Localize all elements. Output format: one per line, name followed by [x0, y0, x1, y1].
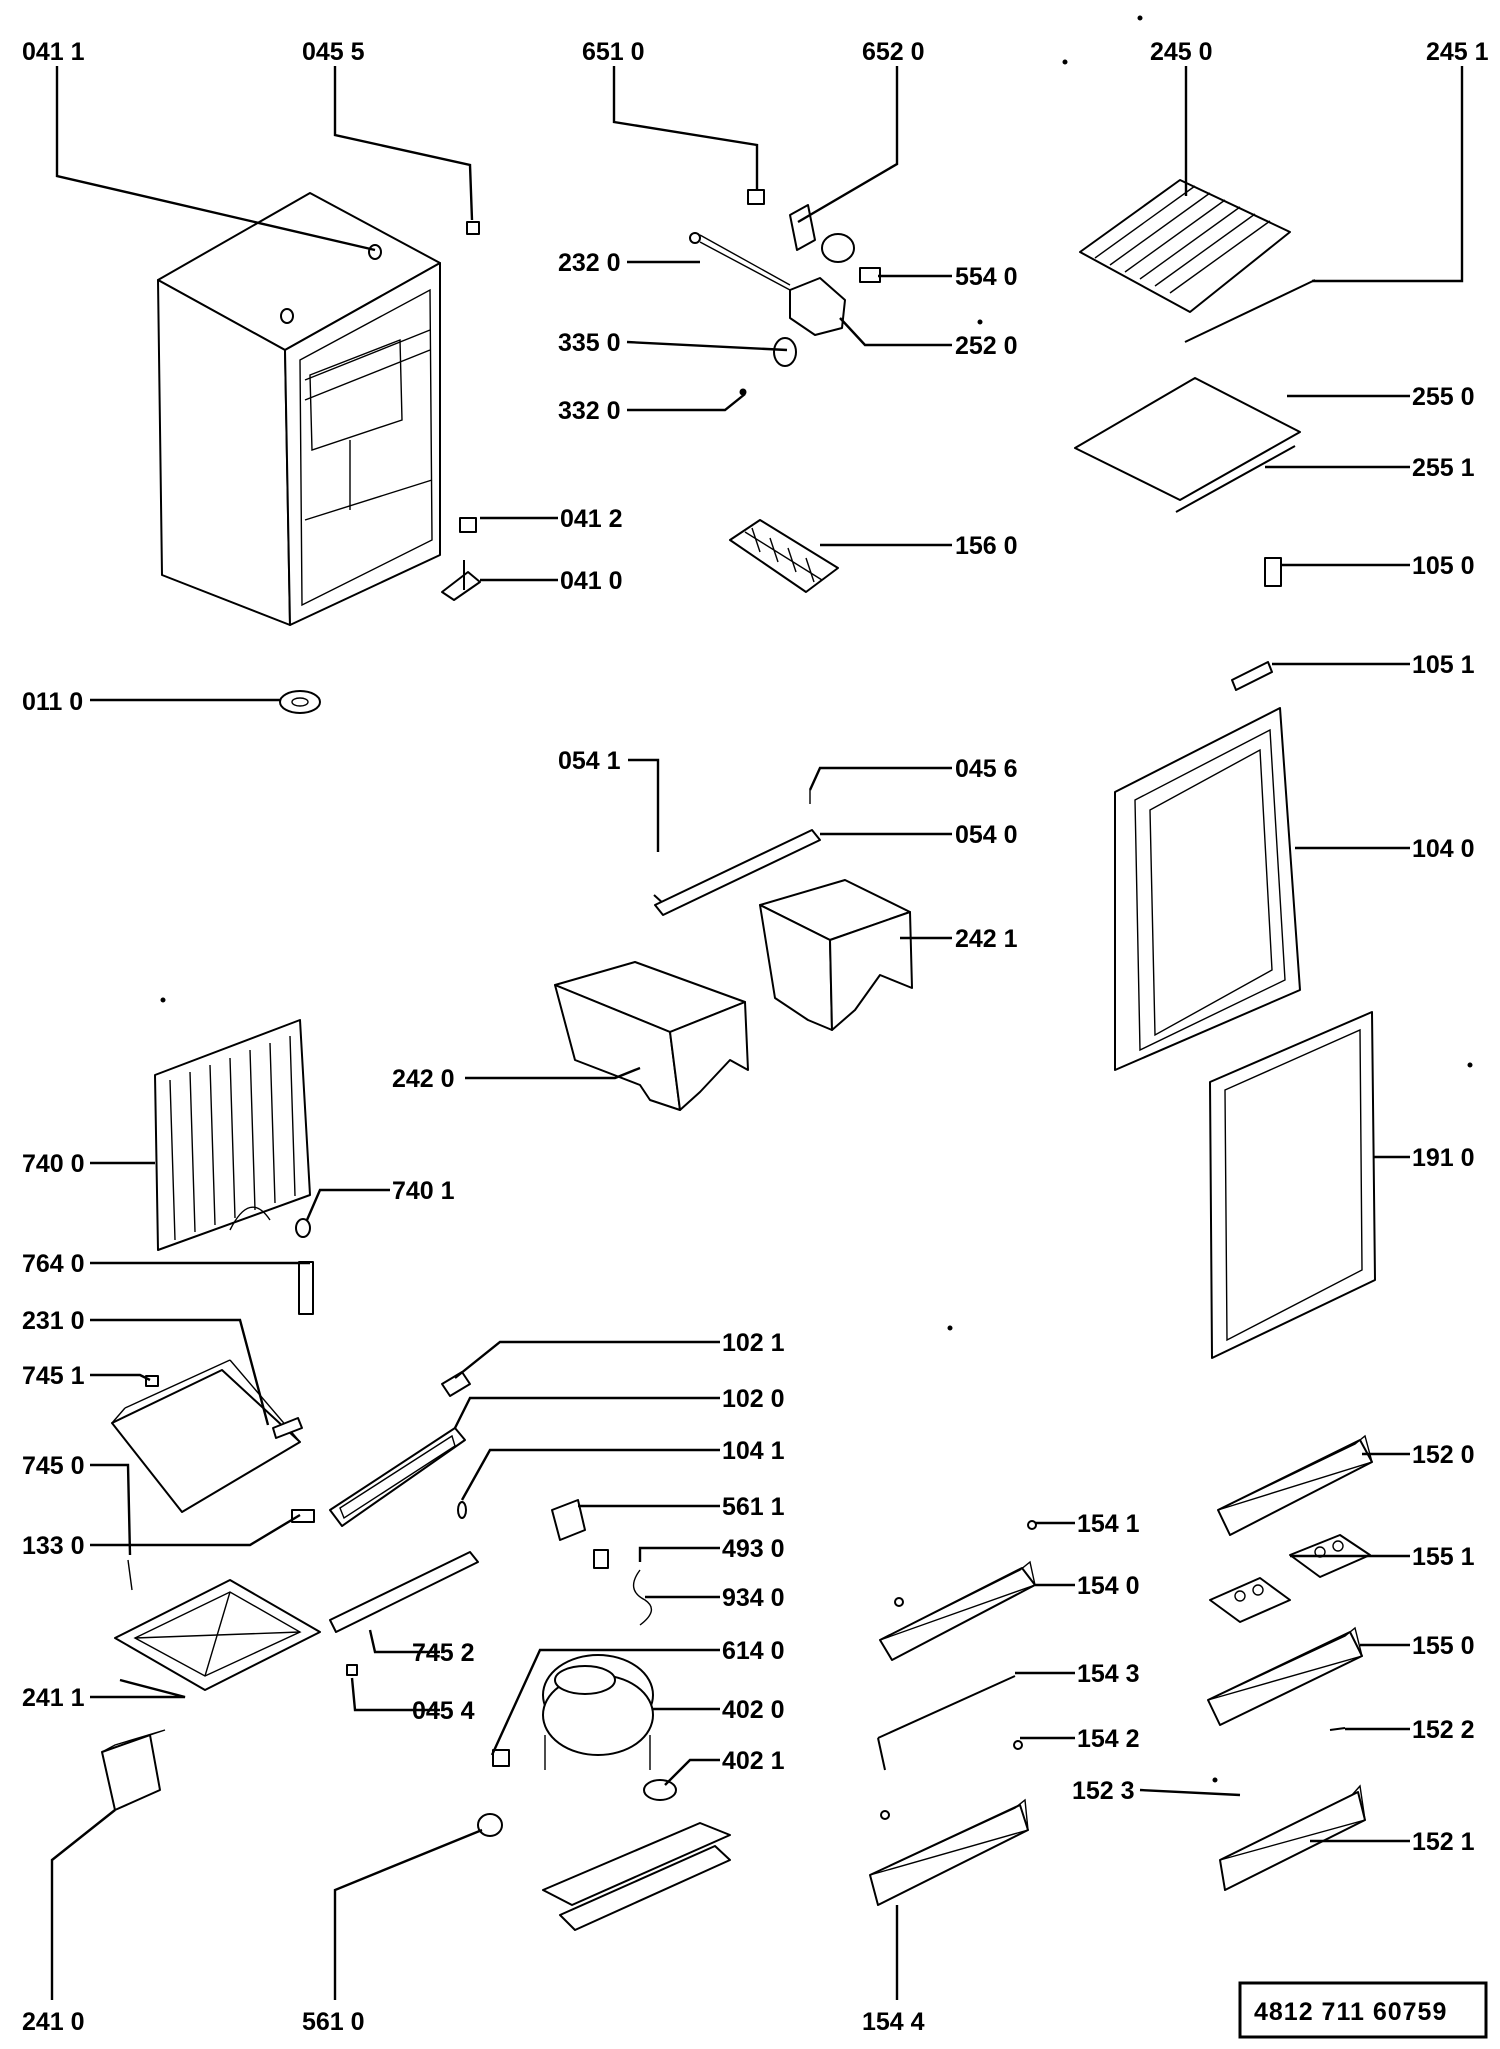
label-2450: 245 0 — [1150, 38, 1213, 66]
label-6140: 614 0 — [722, 1637, 785, 1665]
label-0455: 045 5 — [302, 38, 365, 66]
label-4020: 402 0 — [722, 1696, 785, 1724]
bar-0540-part — [653, 790, 821, 916]
label-2520: 252 0 — [955, 332, 1018, 360]
label-1522: 152 2 — [1412, 1716, 1475, 1744]
label-1523: 152 3 — [1072, 1777, 1135, 1805]
door-shelf-1550-part — [1207, 1626, 1363, 1731]
door-shelf-1520-part — [1217, 1434, 1373, 1536]
condenser-part — [154, 1019, 311, 1251]
label-0456: 045 6 — [955, 755, 1018, 783]
label-1550: 155 0 — [1412, 1632, 1475, 1660]
label-0541: 054 1 — [558, 747, 621, 775]
label-7452: 745 2 — [412, 1639, 475, 1667]
egg-tray-parts — [1209, 1534, 1371, 1623]
relay-parts — [551, 1499, 653, 1626]
label-9340: 934 0 — [722, 1584, 785, 1612]
label-2420: 242 0 — [392, 1065, 455, 1093]
label-1543: 154 3 — [1077, 1660, 1140, 1688]
label-6520: 652 0 — [862, 38, 925, 66]
label-1542: 154 2 — [1077, 1725, 1140, 1753]
label-2310: 231 0 — [22, 1307, 85, 1335]
label-1050: 105 0 — [1412, 552, 1475, 580]
label-1521: 152 1 — [1412, 1828, 1475, 1856]
label-0454: 045 4 — [412, 1697, 475, 1725]
thermostat-assembly-part — [689, 189, 881, 396]
label-1020: 102 0 — [722, 1385, 785, 1413]
label-6510: 651 0 — [582, 38, 645, 66]
label-1051: 105 1 — [1412, 651, 1475, 679]
label-2410: 241 0 — [22, 2008, 85, 2036]
crisper-drawer-small-part — [759, 879, 913, 1031]
label-1330: 133 0 — [22, 1532, 85, 1560]
hinge-cover-parts — [329, 1371, 471, 1527]
label-1541: 154 1 — [1077, 1510, 1140, 1538]
glass-shelf-part — [1074, 377, 1301, 513]
bar-7452-part — [329, 1551, 479, 1676]
label-2451: 245 1 — [1426, 38, 1489, 66]
leader-lines — [50, 66, 1464, 2000]
document-code-box: 4812 711 60759 — [1238, 1981, 1488, 2039]
label-4021: 402 1 — [722, 1747, 785, 1775]
label-2411: 241 1 — [22, 1684, 85, 1712]
label-0410: 041 0 — [560, 567, 623, 595]
label-3320: 332 0 — [558, 397, 621, 425]
scan-dots — [160, 15, 1473, 1783]
label-0540: 054 0 — [955, 821, 1018, 849]
wire-1543-part — [877, 1675, 1023, 1771]
foot-parts — [441, 517, 481, 601]
screw-0455-part — [466, 221, 480, 235]
door-part — [1114, 707, 1301, 1071]
ice-tray-part — [729, 519, 839, 593]
label-7450: 745 0 — [22, 1452, 85, 1480]
gasket-part — [1209, 1011, 1376, 1359]
clip-1330-part — [291, 1509, 315, 1523]
wire-shelf-part — [1079, 179, 1316, 343]
label-1540: 154 0 — [1077, 1572, 1140, 1600]
document-code: 4812 711 60759 — [1254, 1998, 1447, 2026]
label-7401: 740 1 — [392, 1177, 455, 1205]
label-1040: 104 0 — [1412, 835, 1475, 863]
label-2551: 255 1 — [1412, 454, 1475, 482]
crisper-drawer-large-part — [554, 961, 749, 1111]
box-2410-part — [101, 1729, 166, 1811]
label-3350: 335 0 — [558, 329, 621, 357]
label-1910: 191 0 — [1412, 1144, 1475, 1172]
label-7400: 740 0 — [22, 1150, 85, 1178]
label-2550: 255 0 — [1412, 383, 1475, 411]
compressor-part — [477, 1654, 677, 1837]
label-4930: 493 0 — [722, 1535, 785, 1563]
disk-0110-part — [279, 690, 321, 714]
part-labels: 041 1 045 5 651 0 652 0 245 0 245 1 232 … — [22, 38, 1489, 2036]
label-1041: 104 1 — [722, 1437, 785, 1465]
label-1021: 102 1 — [722, 1329, 785, 1357]
label-7640: 764 0 — [22, 1250, 85, 1278]
label-2421: 242 1 — [955, 925, 1018, 953]
label-5610: 561 0 — [302, 2008, 365, 2036]
label-5540: 554 0 — [955, 263, 1018, 291]
label-0110: 011 0 — [22, 688, 83, 716]
label-0411: 041 1 — [22, 38, 85, 66]
label-1544: 154 4 — [862, 2008, 925, 2036]
drier-parts — [295, 1218, 314, 1315]
evaporator-tray-part — [111, 1359, 303, 1513]
label-1560: 156 0 — [955, 532, 1018, 560]
drip-pan-part — [114, 1559, 321, 1691]
compressor-base-part — [542, 1822, 731, 1931]
label-1520: 152 0 — [1412, 1441, 1475, 1469]
label-5611: 561 1 — [722, 1493, 785, 1521]
cabinet-part — [157, 192, 441, 626]
label-0412: 041 2 — [560, 505, 623, 533]
label-1551: 155 1 — [1412, 1543, 1475, 1571]
door-shelf-1544-part — [869, 1798, 1029, 1906]
label-7451: 745 1 — [22, 1362, 85, 1390]
door-shelf-1521-part — [1219, 1784, 1366, 1891]
hinge-parts — [1231, 557, 1282, 691]
label-2320: 232 0 — [558, 249, 621, 277]
door-shelf-1540-part — [879, 1520, 1037, 1661]
